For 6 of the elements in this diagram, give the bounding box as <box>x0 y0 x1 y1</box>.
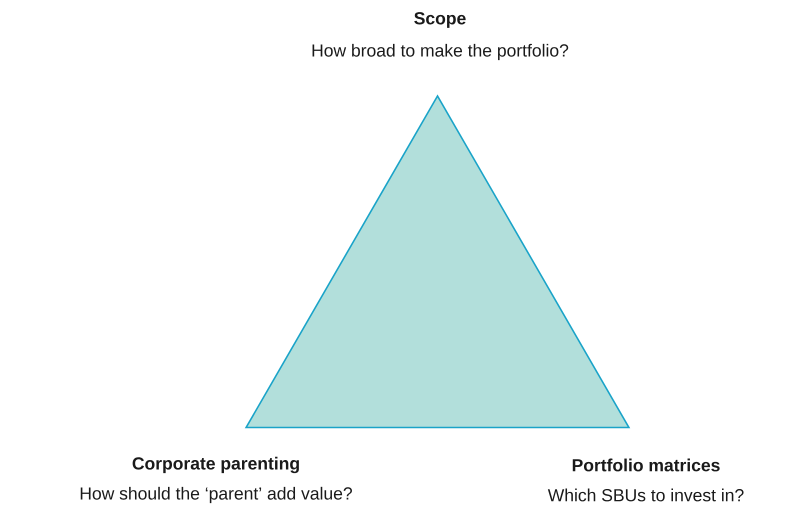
corner-heading: Corporate parenting <box>132 456 299 474</box>
corner-heading: Portfolio matrices <box>572 458 720 472</box>
corner-question: How should the ‘parent’ add value? <box>80 486 352 504</box>
corner-question: Which SBUs to invest in? <box>548 488 744 502</box>
corner-heading: Scope <box>414 12 466 28</box>
corner-question: How broad to make the portfolio? <box>312 44 568 60</box>
